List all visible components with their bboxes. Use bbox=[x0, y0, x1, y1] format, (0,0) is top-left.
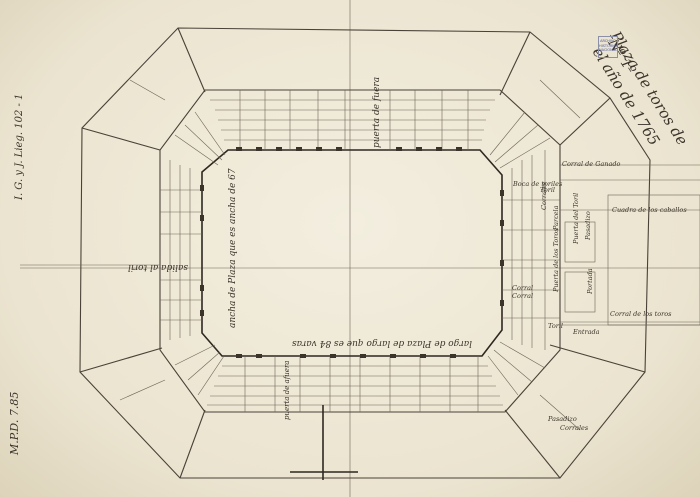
label-east-14: Toril bbox=[548, 322, 564, 330]
se-wall-line bbox=[504, 409, 561, 479]
east-annex bbox=[560, 164, 700, 326]
label-south-inner: largo de Plaza de largo que es 84 varas bbox=[292, 338, 472, 348]
fan-line bbox=[174, 344, 216, 366]
stamp-line-3: NACIONAL bbox=[599, 48, 618, 52]
label-east-7: Puerta del Toril bbox=[572, 192, 580, 244]
barrier-post bbox=[336, 147, 342, 151]
label-east-12: Puerta de los Toros bbox=[552, 228, 560, 292]
signature-code: M.P.D. 7.85 bbox=[8, 391, 21, 455]
se-wall-line-2 bbox=[549, 344, 646, 373]
annex-cell bbox=[564, 221, 596, 263]
label-east-9: Corral bbox=[512, 284, 534, 292]
barrier-post bbox=[450, 354, 456, 358]
corner-seat-fans bbox=[174, 111, 551, 396]
barrier-post bbox=[200, 185, 204, 191]
barrier-post bbox=[200, 285, 204, 291]
outer-octagon-wall bbox=[79, 27, 651, 479]
barrier-post bbox=[500, 220, 504, 226]
barrier-post bbox=[416, 147, 422, 151]
nw-inner-line bbox=[129, 79, 166, 101]
barrier-post bbox=[500, 260, 504, 266]
south-stand-rows bbox=[207, 356, 503, 412]
label-south-gate: puerta de afuera bbox=[283, 360, 291, 420]
label-east-1: Corral de Ganado bbox=[562, 160, 621, 168]
arena-barrier-posts bbox=[200, 147, 504, 358]
fan-line bbox=[493, 349, 533, 383]
label-east-3: Boca de toriles bbox=[513, 180, 563, 188]
barrier-post bbox=[456, 147, 462, 151]
label-east-2: Cuadra de los caballos bbox=[612, 206, 687, 214]
label-east-15: Entrada bbox=[573, 328, 600, 336]
label-north-gate: puerta de fuera bbox=[372, 76, 382, 148]
barrier-post bbox=[500, 300, 504, 306]
barrier-post bbox=[296, 147, 302, 151]
barrier-post bbox=[436, 147, 442, 151]
fan-line bbox=[184, 124, 223, 161]
stamp-line-1: ARCHIVO bbox=[600, 39, 616, 43]
fan-line bbox=[174, 134, 219, 166]
sw-wall-line bbox=[79, 347, 163, 373]
fan-line bbox=[494, 124, 539, 163]
fan-line bbox=[499, 137, 551, 169]
label-east-5: Corrales bbox=[540, 181, 548, 210]
fan-line bbox=[187, 351, 221, 381]
sw-inner-line bbox=[119, 379, 166, 401]
barrier-post bbox=[200, 215, 204, 221]
barrier-post bbox=[200, 310, 204, 316]
label-east-13: Portada bbox=[586, 268, 594, 294]
barrier-post bbox=[300, 354, 306, 358]
barrier-post bbox=[360, 354, 366, 358]
label-east-11: Corral de los toros bbox=[610, 310, 672, 318]
east-stand-rows bbox=[502, 150, 560, 350]
stamp-line-2: HISTÓRICO bbox=[599, 43, 619, 48]
nw-wall-line bbox=[177, 27, 206, 93]
nw-wall-line-2 bbox=[81, 127, 161, 151]
annex-block bbox=[607, 194, 700, 326]
label-west-side: salida al toril bbox=[128, 262, 188, 272]
south-gate-cross bbox=[290, 405, 358, 480]
barrier-post bbox=[500, 190, 504, 196]
stands-outer-edge bbox=[159, 89, 561, 413]
barrier-post bbox=[236, 354, 242, 358]
barrier-post bbox=[390, 354, 396, 358]
west-stand-rows bbox=[160, 160, 202, 340]
barrier-post bbox=[276, 147, 282, 151]
label-east-10: Corral bbox=[512, 292, 534, 300]
north-stand-rows bbox=[210, 90, 495, 150]
fan-line bbox=[487, 355, 519, 396]
barrier-post bbox=[256, 354, 262, 358]
label-east-4: Toril bbox=[540, 186, 556, 194]
barrier-post bbox=[236, 147, 242, 151]
archive-stamp: ARCHIVO HISTÓRICO NACIONAL bbox=[598, 36, 618, 58]
fan-line bbox=[194, 111, 226, 156]
ne-wall-line bbox=[499, 31, 531, 96]
label-east-8: Pasadizo bbox=[584, 211, 592, 240]
barrier-post bbox=[396, 147, 402, 151]
sw-wall-line-2 bbox=[179, 409, 206, 479]
ne-inner-line bbox=[539, 79, 581, 119]
fan-line bbox=[489, 111, 526, 156]
barrier-post bbox=[316, 147, 322, 151]
barrier-post bbox=[256, 147, 262, 151]
fan-line bbox=[197, 355, 225, 396]
barrier-post bbox=[330, 354, 336, 358]
fan-line bbox=[499, 341, 546, 369]
arena-ring bbox=[201, 149, 503, 357]
ne-wall-line-2 bbox=[559, 97, 611, 146]
label-east-6: Parcela bbox=[552, 205, 560, 230]
barrier-post bbox=[420, 354, 426, 358]
reference-left: I. G. y J. Lieg. 102 - 1 bbox=[14, 93, 25, 200]
label-east-17: Corrales bbox=[560, 424, 589, 432]
label-west-inner: ancha de Plaza que es ancha de 67 bbox=[228, 168, 238, 328]
annex-cell bbox=[564, 271, 596, 313]
label-east-16: Pasadizo bbox=[548, 415, 577, 423]
se-inner-line bbox=[539, 394, 581, 431]
